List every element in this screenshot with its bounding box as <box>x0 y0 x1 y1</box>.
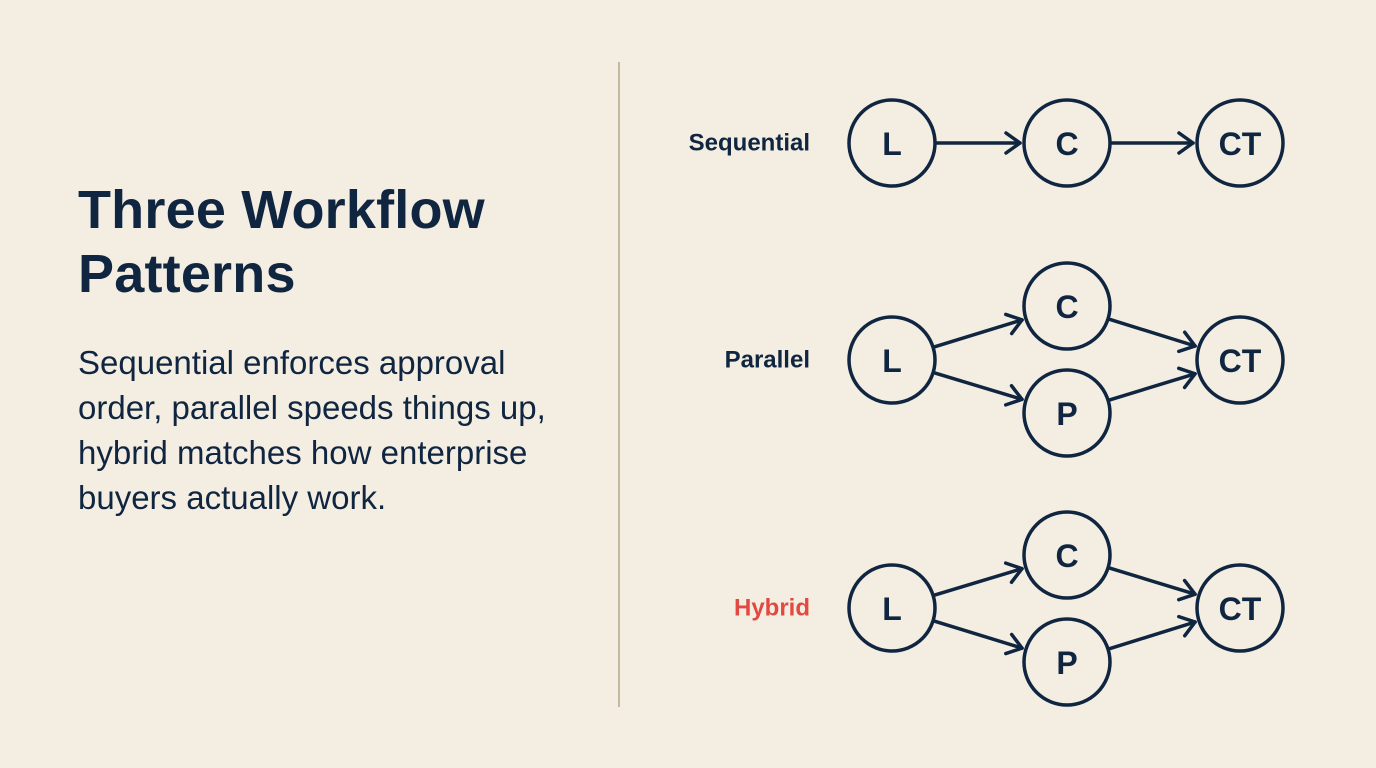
row-label-hybrid: Hybrid <box>734 595 810 622</box>
vertical-divider <box>618 62 620 707</box>
node-sequential-C: C <box>1022 98 1112 188</box>
node-label: CT <box>1219 126 1262 162</box>
arrowhead-icon <box>1177 131 1195 155</box>
edge-line <box>933 619 1024 650</box>
arrowhead-icon <box>1003 561 1024 585</box>
node-parallel-P: P <box>1022 368 1112 458</box>
arrowhead-icon <box>1004 632 1024 656</box>
edge-hybrid-L-C <box>933 561 1024 597</box>
node-hybrid-P: P <box>1022 617 1112 707</box>
edge-hybrid-P-CT <box>1108 614 1197 651</box>
row-label-sequential: Sequential <box>689 130 810 157</box>
node-circle <box>847 98 937 188</box>
node-label: L <box>882 591 902 627</box>
edge-line <box>1108 317 1197 348</box>
node-circle <box>1022 510 1112 600</box>
slide-title: Three Workflow Patterns <box>78 180 485 304</box>
node-sequential-L: L <box>847 98 937 188</box>
node-label: C <box>1055 538 1078 574</box>
left-panel: Three Workflow Patterns Sequential enfor… <box>78 178 578 520</box>
node-circle <box>1022 261 1112 351</box>
node-parallel-C: C <box>1022 261 1112 351</box>
node-circle <box>1022 368 1112 458</box>
node-label: P <box>1056 396 1077 432</box>
node-circle <box>1195 563 1285 653</box>
edge-parallel-L-C <box>933 312 1024 349</box>
node-circle <box>1195 315 1285 405</box>
workflow-row-hybrid: Hybrid L C P CT <box>734 510 1285 707</box>
node-label: CT <box>1219 343 1262 379</box>
slide-body-text: Sequential enforces approval order, para… <box>78 344 546 516</box>
workflow-row-sequential: Sequential L C CT <box>689 98 1285 188</box>
arrowhead-icon <box>1176 578 1197 602</box>
edge-hybrid-L-P <box>933 619 1024 656</box>
node-circle <box>1195 98 1285 188</box>
arrowhead-icon <box>1177 614 1197 638</box>
node-circle <box>847 315 937 405</box>
edge-sequential-C-CT <box>1110 131 1195 155</box>
node-label: L <box>882 343 902 379</box>
edge-parallel-C-CT <box>1108 317 1197 354</box>
node-parallel-CT: CT <box>1195 315 1285 405</box>
edge-parallel-L-P <box>933 371 1024 407</box>
node-hybrid-C: C <box>1022 510 1112 600</box>
edge-line <box>1108 372 1197 402</box>
node-hybrid-CT: CT <box>1195 563 1285 653</box>
arrowhead-icon <box>1176 366 1197 390</box>
edge-line <box>933 566 1024 597</box>
node-label: P <box>1056 645 1077 681</box>
edge-hybrid-C-CT <box>1108 566 1197 602</box>
arrowhead-icon <box>1004 131 1022 155</box>
edge-line <box>1108 566 1197 596</box>
row-label-parallel: Parallel <box>725 347 810 374</box>
node-parallel-L: L <box>847 315 937 405</box>
arrowhead-icon <box>1004 312 1024 336</box>
edge-sequential-L-C <box>935 131 1022 155</box>
workflow-row-parallel: Parallel L C P CT <box>725 261 1285 458</box>
edge-line <box>933 318 1024 349</box>
arrowhead-icon <box>1177 330 1197 354</box>
arrowhead-icon <box>1003 383 1024 407</box>
edge-parallel-P-CT <box>1108 366 1197 402</box>
node-label: CT <box>1219 591 1262 627</box>
node-label: C <box>1055 289 1078 325</box>
node-circle <box>1022 98 1112 188</box>
node-circle <box>847 563 937 653</box>
node-label: L <box>882 126 902 162</box>
node-circle <box>1022 617 1112 707</box>
edge-line <box>1108 620 1197 651</box>
edge-line <box>933 371 1024 402</box>
node-hybrid-L: L <box>847 563 937 653</box>
node-sequential-CT: CT <box>1195 98 1285 188</box>
node-label: C <box>1055 126 1078 162</box>
